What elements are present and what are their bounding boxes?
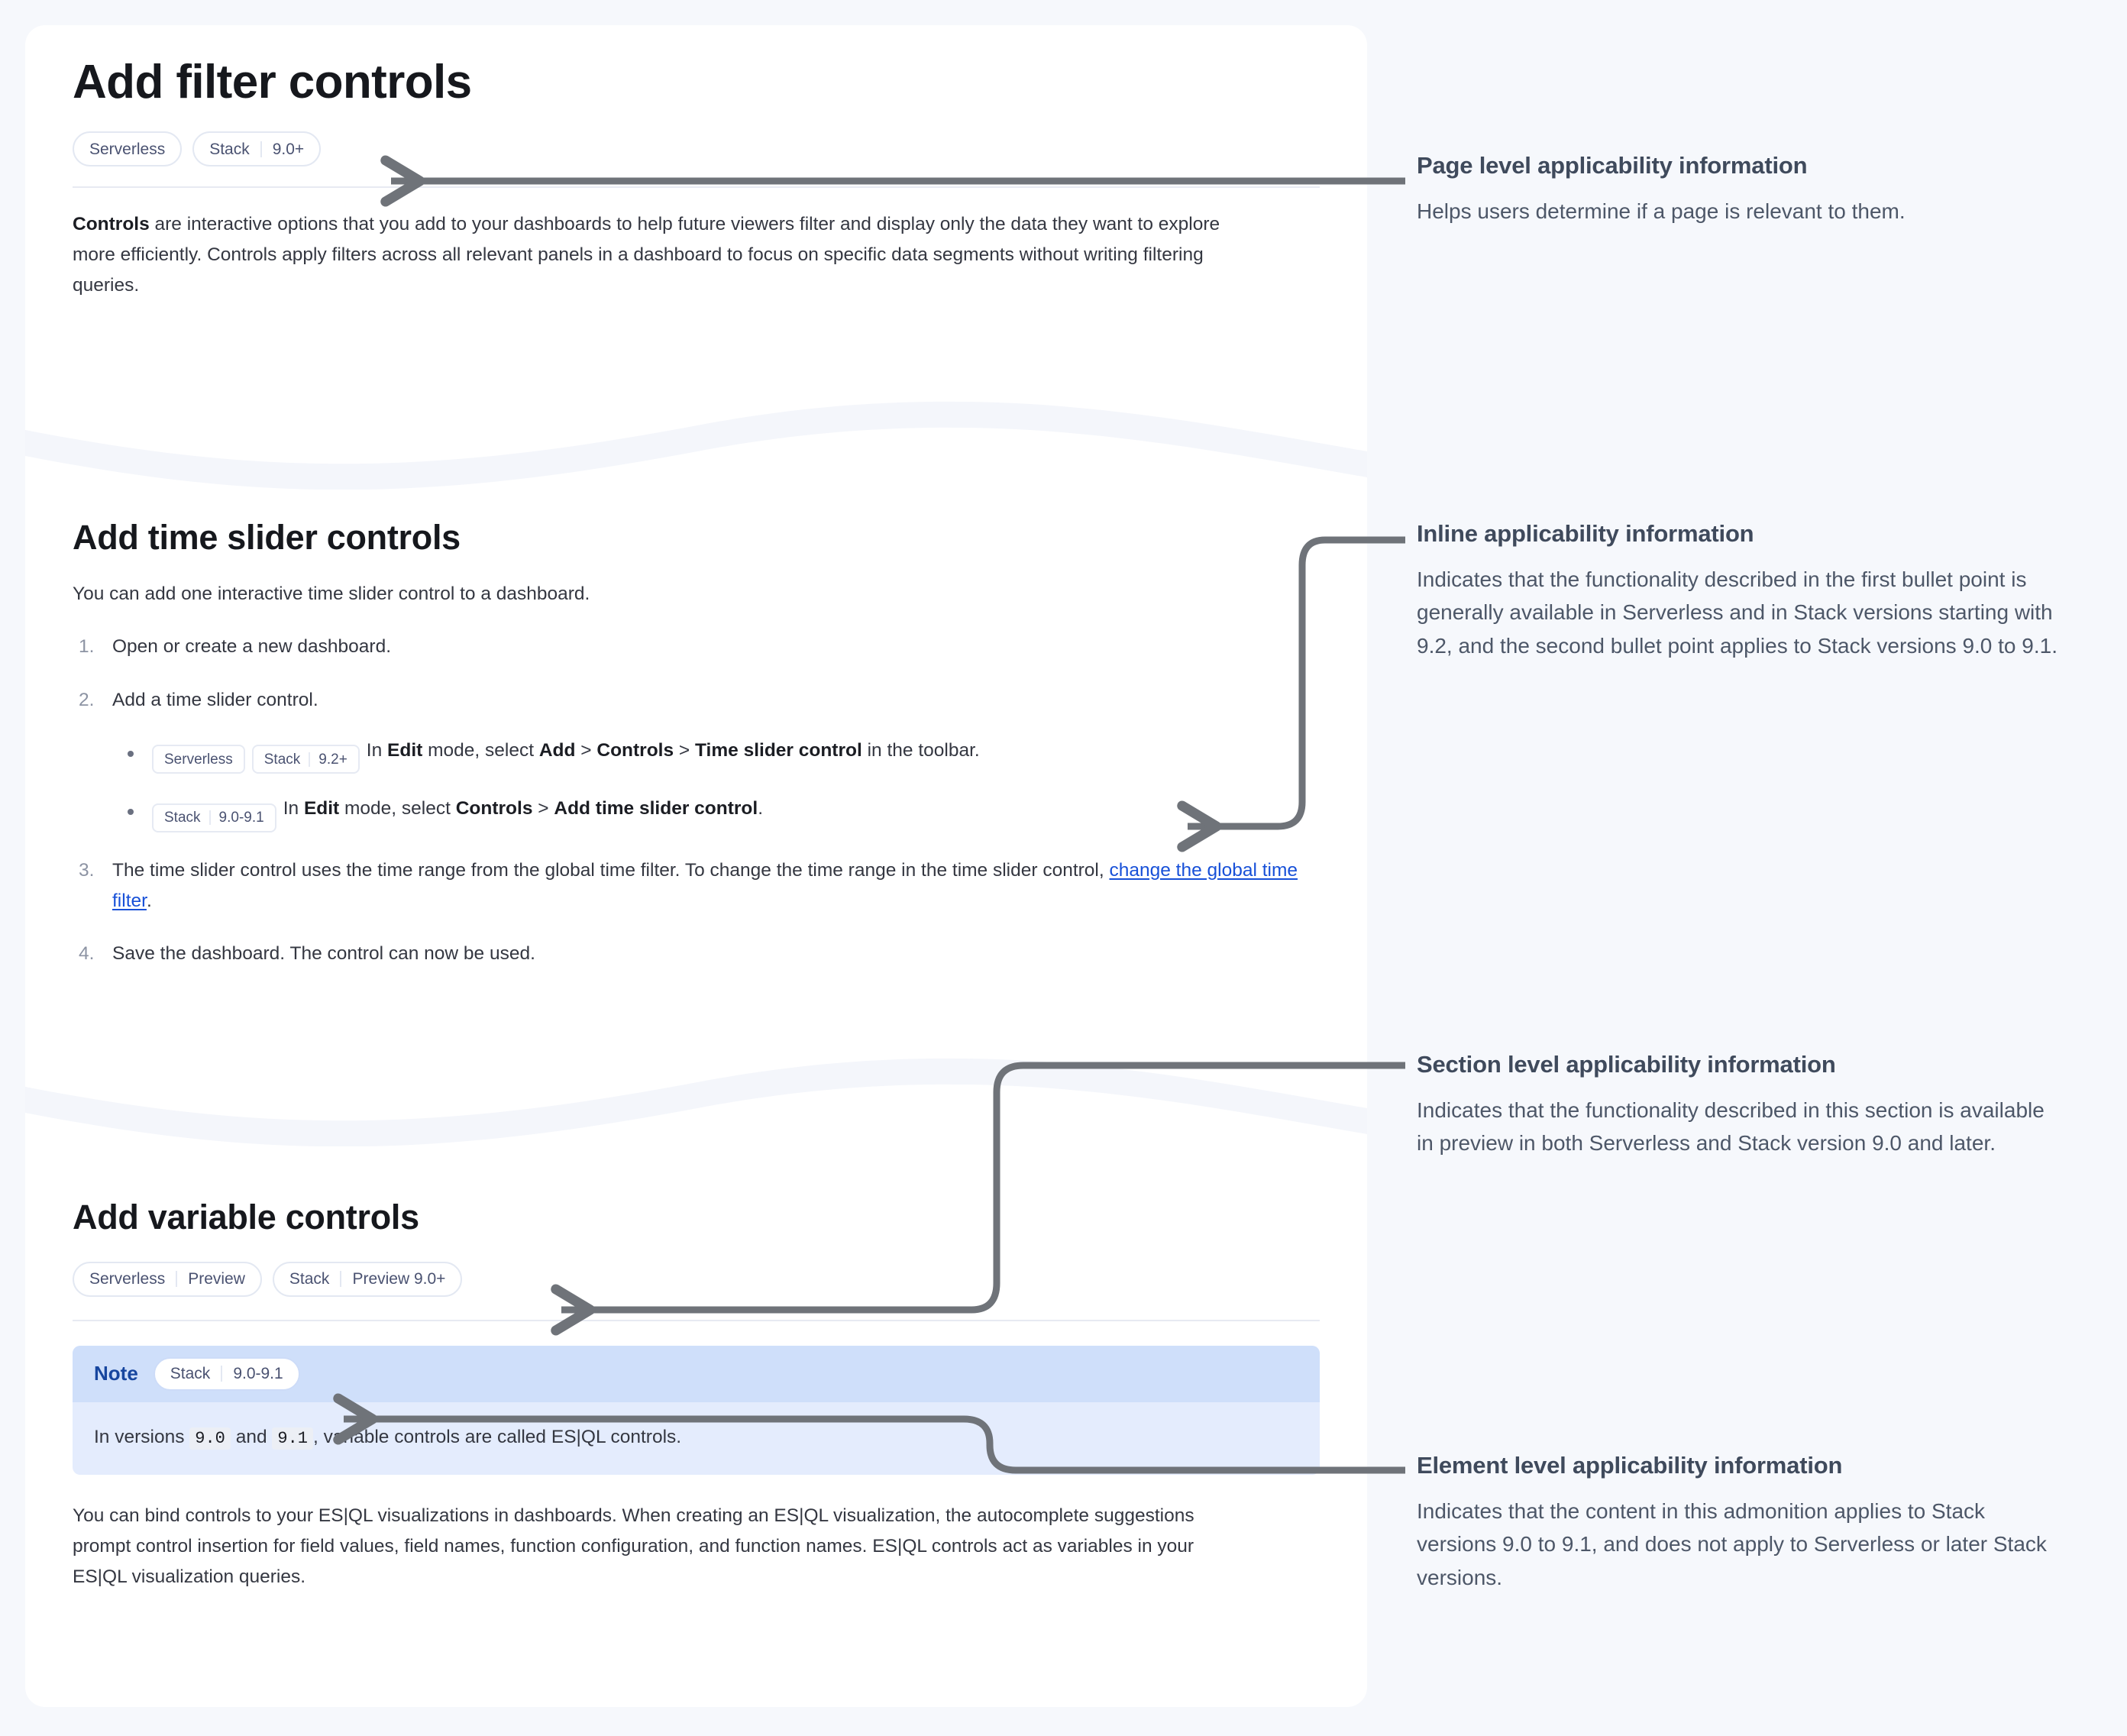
variable-controls-section: Add variable controls Serverless Preview… [73,1198,1320,1592]
bullet-text: mode, select [339,798,456,820]
step-text: Open or create a new dashboard. [112,636,392,658]
section-applicability-badges: Serverless Preview Stack Preview 9.0+ [73,1261,1320,1297]
variable-controls-paragraph: You can bind controls to your ES|QL visu… [73,1505,1194,1587]
bullet-text: > [674,739,696,761]
note-text-part: , variable controls are called ES|QL con… [313,1426,682,1447]
annotation-title: Page level applicability information [1417,152,1808,179]
annotation-title: Element level applicability information [1417,1452,1843,1479]
badge-segment: Stack [164,810,201,826]
annotation-page-level: Page level applicability information Hel… [1417,151,2058,228]
step-item: Save the dashboard. The control can now … [79,939,1320,969]
bullet-text: In [366,739,388,761]
badge-segment: 9.0-9.1 [221,1366,293,1382]
annotation-body: Indicates that the functionality describ… [1417,567,2058,658]
annotation-body: Indicates that the functionality describ… [1417,1098,2045,1156]
inline-code-version-90: 9.0 [189,1427,231,1450]
annotation-body: Indicates that the content in this admon… [1417,1498,2047,1589]
bullet-bold: Edit [387,739,423,761]
bullet-text: In [283,798,304,820]
badge-segment: Stack [170,1365,211,1383]
note-body: In versions 9.0 and 9.1, variable contro… [73,1402,1320,1476]
annotation-title: Inline applicability information [1417,520,1754,547]
intro-rest: are interactive options that you add to … [73,214,1220,296]
title-divider [73,186,1320,189]
badge-serverless[interactable]: Serverless [73,131,183,167]
step-text: . [146,890,152,911]
badge-stack-version[interactable]: Stack 9.0-9.1 [153,1356,300,1391]
bullet-bold: Controls [596,739,674,761]
bullet-text: in the toolbar. [861,739,980,761]
badge-stack-preview-version[interactable]: Stack Preview 9.0+ [272,1261,463,1297]
wave-separator-1 [25,398,1367,490]
badge-serverless-preview[interactable]: Serverless Preview [73,1261,262,1297]
annotation-body: Helps users determine if a page is relev… [1417,199,1906,223]
badge-segment: 9.2+ [309,752,356,767]
note-text-part: In versions [94,1426,190,1447]
note-text: In versions 9.0 and 9.1, variable contro… [94,1422,1298,1453]
badge-stack-version[interactable]: Stack 9.0-9.1 [152,803,276,832]
inline-code-version-91: 9.1 [272,1427,313,1450]
note-header: Note Stack 9.0-9.1 [73,1345,1320,1402]
note-text-part: and [230,1426,273,1447]
time-slider-intro: You can add one interactive time slider … [73,583,590,604]
badge-segment: Preview [176,1271,256,1288]
global-time-filter-link[interactable]: change the global time filter [112,859,1298,911]
time-slider-steps: Open or create a new dashboard. Add a ti… [73,632,1320,968]
badge-segment: Serverless [89,1270,166,1288]
intro-paragraph: Controls are interactive options that yo… [73,209,1233,300]
intro-lead-term: Controls [73,214,150,235]
step-text: Save the dashboard. The control can now … [112,943,535,965]
badge-serverless[interactable]: Serverless [152,745,245,774]
badge-segment: Serverless [89,140,166,158]
bullet-bold: Add time slider control [554,798,758,820]
page-title: Add filter controls [73,56,472,108]
step-item: The time slider control uses the time ra… [79,855,1311,916]
bullet-bold: Add [538,739,576,761]
bullet-text: > [575,739,597,761]
annotation-section-level: Section level applicability information … [1417,1050,2058,1160]
bullet-text: mode, select [422,739,539,761]
step-item: Open or create a new dashboard. [79,632,1320,662]
badge-segment: Preview 9.0+ [340,1271,456,1288]
section-title-time-slider: Add time slider controls [73,518,461,557]
annotation-element-level: Element level applicability information … [1417,1451,2058,1594]
badge-segment: Stack [263,751,301,768]
bullet-bold: Time slider control [695,739,862,761]
badge-segment: 9.0-9.1 [208,810,273,826]
bullet-bold: Edit [303,798,340,820]
section-title-variable-controls: Add variable controls [73,1198,419,1237]
bullet-text: > [532,798,554,820]
badge-segment: Serverless [164,751,233,768]
documentation-panel: Add filter controls Serverless Stack 9.0… [25,25,1367,1707]
badge-stack-version[interactable]: Stack 9.0+ [192,131,322,167]
note-admonition: Note Stack 9.0-9.1 In versions 9.0 and 9… [73,1345,1320,1476]
section-divider [73,1319,1320,1321]
bullet-text: . [758,798,763,820]
step-text: Add a time slider control. [112,690,318,711]
page-applicability-badges: Serverless Stack 9.0+ [73,131,1320,167]
badge-segment: Stack [209,140,250,158]
documentation-content: Add filter controls Serverless Stack 9.0… [25,25,1367,1707]
badge-stack-version[interactable]: Stack 9.2+ [251,745,360,774]
badge-segment: 9.0+ [260,141,315,157]
sub-bullet-item: Stack 9.0-9.1 In Edit mode, select Control… [128,794,1320,832]
wave-separator-2 [25,1055,1367,1146]
annotation-inline: Inline applicability information Indicat… [1417,519,2058,662]
bullet-bold: Controls [455,798,533,820]
badge-segment: Stack [289,1270,330,1288]
step-text: The time slider control uses the time ra… [112,859,1110,881]
annotation-title: Section level applicability information [1417,1051,1836,1078]
time-slider-section: Add time slider controls You can add one… [73,518,1320,992]
note-label: Note [94,1362,138,1385]
